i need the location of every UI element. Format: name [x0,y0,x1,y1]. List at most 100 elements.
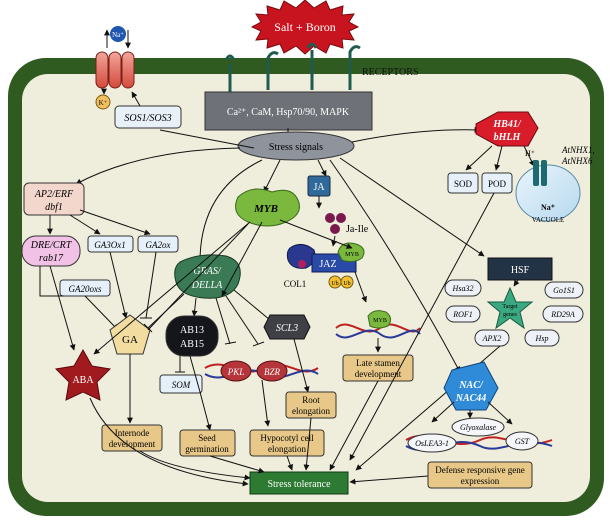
arrow-bzr-hypocotyl [261,379,271,427]
hsa32-pill [444,279,482,297]
myb-dna-icon [367,310,392,329]
jaz-label: JAZ [319,259,336,270]
dbf1-label: dbf1 [45,202,63,213]
ga-label: GA [122,334,138,346]
arrow-ab13-seed [189,355,212,431]
som-box [159,374,203,394]
ab15-label: AB15 [180,339,204,350]
vac-na-label: Na⁺ [541,203,555,212]
pod-label: POD [488,179,507,189]
pod-box [481,172,513,194]
gras-label: GRAS/ [193,266,221,277]
stamen-l2: development [355,369,402,379]
col1-protein-icon [286,244,316,269]
target-genes-star [486,286,534,330]
apx2-pill [474,329,510,347]
k-ion-label: K⁺ [99,99,108,107]
ap2-arrows [39,209,157,351]
sos-label: SOS1/SOS3 [124,113,171,124]
ap2-erf-box [23,182,85,216]
target-l2: genes [503,312,517,318]
ion-channel-icon [95,51,135,89]
hb41-node [475,111,539,147]
stimulus-starburst [250,0,360,55]
rd29a-pill [542,305,584,323]
jaile-label: Ja-Ile [346,224,369,235]
scl3-label: SCL3 [276,323,298,334]
ab13-label: AB13 [180,325,204,336]
ga2ox-box [137,235,179,253]
receptors-label: RECEPTORS [362,67,419,78]
seed-box [179,429,236,457]
ja-ile-icon [325,213,346,234]
arrow-pod-tolerance [349,192,495,461]
arrow-scl3-root [293,338,310,393]
ap2-label: AP2/ERF [34,189,74,200]
rab17-label: rab17 [39,253,64,264]
k-ion-icon [95,94,111,110]
sos-box [114,105,182,129]
arrow-myb-aba [93,221,251,355]
defense-l1: Defense responsive gene [435,465,524,475]
nac44-label: NAC44 [455,393,487,404]
arrow-myb-della [221,221,263,297]
bzr-label: BZR [264,367,281,377]
myb-small-icon [337,242,365,263]
myb-label: MYB [253,203,278,215]
stress-tolerance-box [249,471,349,495]
internode-box [101,424,163,452]
internode-l2: development [109,439,156,449]
pkl-label: PKL [227,367,245,377]
membrane-signal-box [204,91,373,131]
ub-label-1: Ub [331,281,338,287]
ub-icon-2 [340,275,354,289]
della-label: DELLA [191,280,223,291]
atnhx1-label: AtNHX1, [561,145,595,155]
atnhx6-label: AtNHX6 [561,156,593,166]
seed-l1: Seed [198,433,216,443]
nhx-channel-icon-2 [541,160,547,186]
col1-label: COL1 [284,279,307,289]
bzr-node [256,360,288,382]
myb-small-label: MYB [345,252,359,258]
tolerance-arrows [89,354,429,487]
hsp-label: Hsp [535,334,549,343]
sod-box [447,172,479,194]
nhx-channel-icon-1 [533,160,539,186]
rd29a-label: RD29A [550,310,575,319]
hypocotyl-l2: elongation [268,444,306,454]
hsp-pill [524,329,560,347]
ja-label: JA [313,182,325,193]
dre-label: DRE/CRT [30,240,73,251]
h-ion-label: H⁺ [525,149,535,158]
root-l2: elongation [292,406,330,416]
col1-dot-icon [298,260,306,268]
bhlh-label: bHLH [494,132,522,143]
pkl-node [220,360,252,382]
na-ion-icon [110,26,126,42]
seed-l2: germination [185,444,229,454]
ab13-ab15-node [165,315,219,357]
rof1-label: ROF1 [452,310,473,319]
hb41-arrows [465,145,535,171]
som-label: SOM [172,380,191,390]
myb-node [235,188,300,227]
membrane-box-label: Ca²⁺, CaM, Hsp70/90, MAPK [227,107,350,118]
arrow-jaz-stamen [354,271,367,303]
stimulus-label: Salt + Boron [274,20,335,34]
defense-box [427,461,533,489]
oslea-node [407,433,457,453]
go1s1-label: Go1S1 [553,286,575,295]
internode-l1: Internode [115,428,149,438]
gst-node [505,431,539,451]
defense-l2: expression [461,476,500,486]
nac-node [443,361,499,411]
ga2ox-label: GA2ox [146,240,171,250]
hsa32-label: Hsa32 [452,284,474,293]
na-ion-label: Na⁺ [112,31,124,39]
stress-signals-label: Stress signals [269,142,323,153]
glyoxalase-node [451,417,505,437]
ga20ox-label: GA20oxs [69,284,102,294]
